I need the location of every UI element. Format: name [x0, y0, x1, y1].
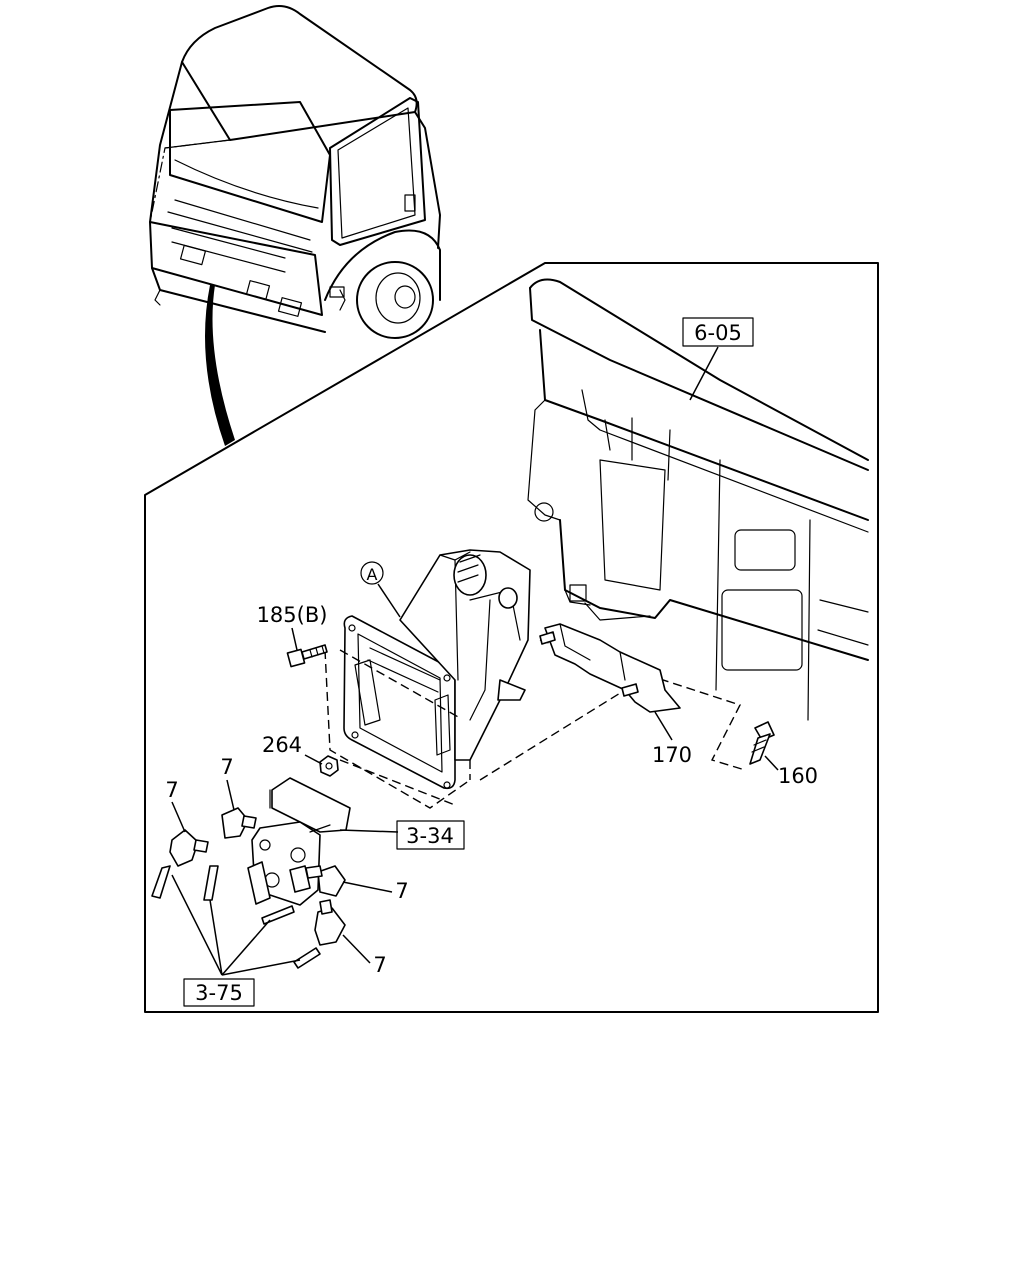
callout-170[interactable]: 170: [652, 743, 692, 767]
callout-3-75[interactable]: 3-75: [195, 981, 243, 1005]
ref-3-34-box: [396, 820, 465, 850]
bolt-160: [749, 721, 775, 765]
ref-6-05-box: [682, 317, 754, 347]
fitting-upper: [203, 807, 257, 901]
detail-frame: [144, 262, 879, 1013]
valve-assembly: [247, 777, 351, 906]
callout-a[interactable]: A: [367, 565, 378, 584]
callout-7-a[interactable]: 7: [165, 778, 178, 802]
callout-264[interactable]: 264: [262, 733, 302, 757]
callout-6-05[interactable]: 6-05: [694, 321, 742, 345]
ref-3-75-box: [183, 978, 255, 1007]
pedal-bracket-assembly: [343, 549, 531, 790]
bracket-170: [539, 623, 681, 713]
fitting-left: [151, 829, 209, 899]
callout-7-d[interactable]: 7: [373, 953, 386, 977]
callout-160[interactable]: 160: [778, 764, 818, 788]
callout-3-34[interactable]: 3-34: [406, 824, 454, 848]
fitting-right: [261, 865, 346, 925]
cab-crossmember-panel: [527, 278, 869, 721]
bolt-185b: [286, 644, 328, 668]
callout-7-c[interactable]: 7: [395, 879, 408, 903]
callout-7-b[interactable]: 7: [220, 755, 233, 779]
callout-185b[interactable]: 185(B): [257, 603, 328, 627]
view-a-marker: [360, 561, 384, 585]
fitting-lower: [293, 899, 346, 969]
nut-264: [319, 755, 339, 777]
truck-cab-illustration: [149, 5, 441, 446]
